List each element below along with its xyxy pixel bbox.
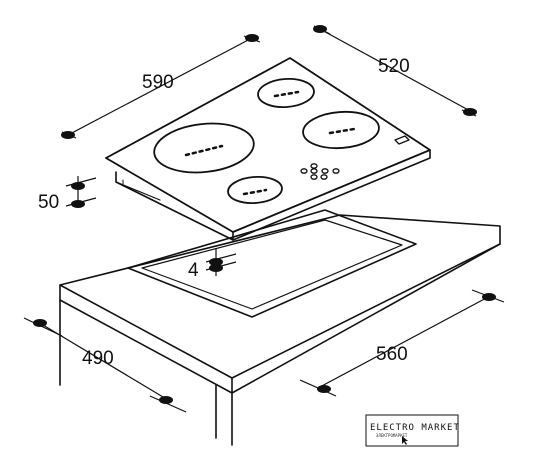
dimension-dots xyxy=(33,25,496,404)
hob-body xyxy=(115,149,431,241)
dim-depth-label: 520 xyxy=(378,56,410,77)
control-knobs xyxy=(300,163,340,180)
cutout-opening xyxy=(127,209,417,318)
cooking-zones xyxy=(153,77,380,205)
cursor-icon xyxy=(402,436,408,445)
dim-width-label: 590 xyxy=(142,72,174,93)
electro-market-logo: ELECTRO MARKET ЭЛЕКТРОМАРКЕТ xyxy=(365,414,460,447)
control-panel xyxy=(394,135,410,145)
dim-cutout-width-label: 560 xyxy=(376,344,408,365)
zone-dashes xyxy=(184,90,356,196)
zone-large-left xyxy=(153,122,255,174)
dim-cutout-depth-label: 490 xyxy=(82,348,114,369)
logo-title: ELECTRO MARKET xyxy=(370,423,460,433)
zone-rear-middle xyxy=(257,77,315,109)
hob-glass-top xyxy=(105,57,431,233)
logo-subtitle: ЭЛЕКТРОМАРКЕТ xyxy=(376,433,408,438)
dim-clearance-label: 4 xyxy=(188,260,199,281)
countertop xyxy=(59,214,501,446)
zone-front-small xyxy=(227,175,283,205)
zone-right xyxy=(302,110,380,150)
dim-height-label: 50 xyxy=(38,192,59,213)
